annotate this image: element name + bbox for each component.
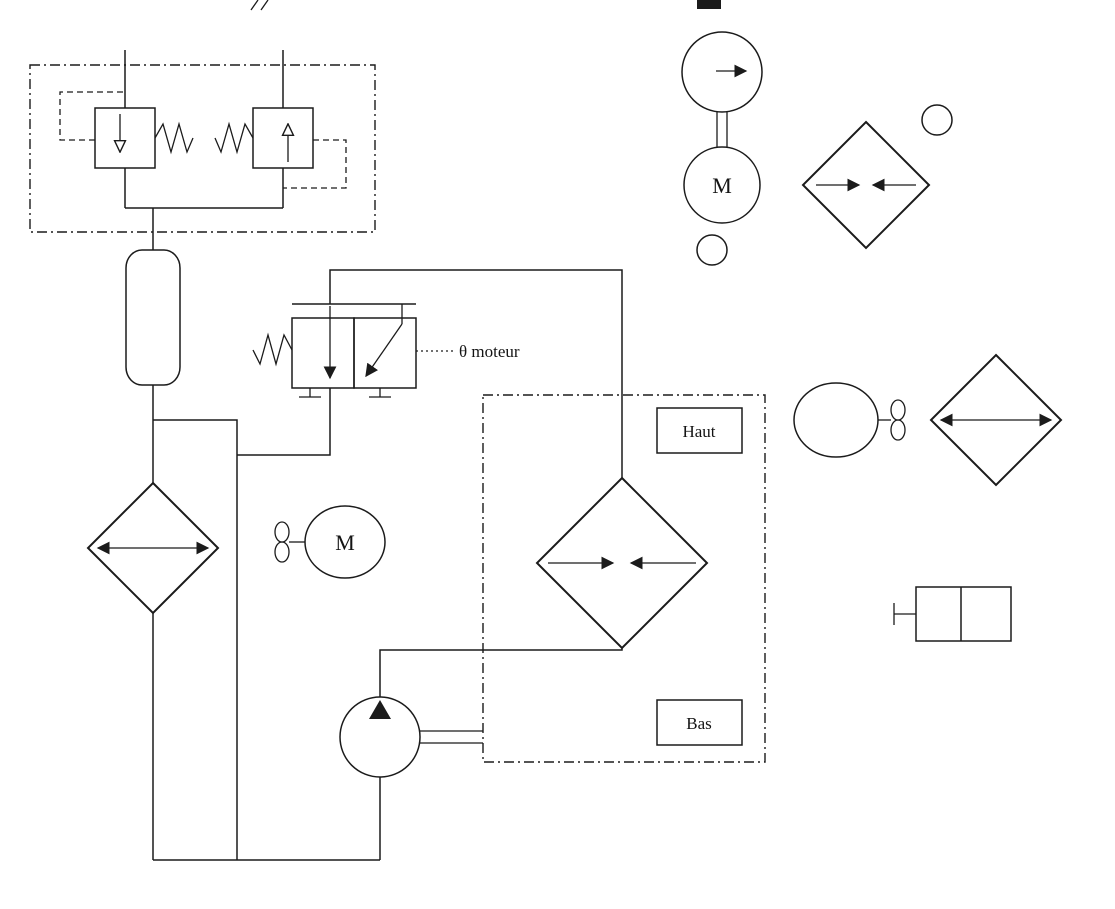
pipe-segment <box>237 388 331 456</box>
pipe-network <box>124 50 623 861</box>
accumulator-body <box>125 249 181 386</box>
valve-position-left <box>291 317 355 389</box>
theta-moteur-label: θ moteur <box>459 342 520 361</box>
compressor-motor-unit: M <box>681 31 763 266</box>
motor-circle <box>683 146 761 224</box>
pipe-segment <box>329 269 623 478</box>
relief-valve-enclosure <box>29 64 376 233</box>
fan-blade-top <box>274 521 290 543</box>
accumulator <box>125 249 181 386</box>
motor-label: M <box>712 173 732 198</box>
relief-valve-down-pilot-line <box>59 91 125 141</box>
valve-position-right <box>353 317 417 389</box>
bas-box <box>656 699 743 746</box>
diamond-exchanger-left-body <box>86 481 220 615</box>
relief-valve-assembly <box>29 64 376 233</box>
cropped-artifacts <box>250 0 721 11</box>
coil-circle <box>793 382 879 458</box>
diamond-exchanger-right-body <box>929 353 1063 487</box>
valve-arrow-diagonal <box>365 323 403 378</box>
relief-valve-up-spring <box>214 121 254 155</box>
compressor-circle <box>681 31 763 113</box>
haut-label: Haut <box>682 422 715 441</box>
fan-coil-right <box>793 353 1063 487</box>
relief-valve-up-body <box>252 107 314 169</box>
small-circle-port <box>696 234 728 266</box>
fan-blade-bottom <box>890 419 906 441</box>
relief-valve-down-body <box>94 107 156 169</box>
diamond-exchanger-center-body <box>535 476 709 650</box>
valve-spring <box>252 332 293 367</box>
diamond-exchanger-left <box>86 481 220 615</box>
pump <box>339 696 483 778</box>
directional-valve: θ moteur <box>252 303 520 398</box>
cropped-artifact-bar <box>697 0 721 9</box>
fan-blade-top <box>890 399 906 421</box>
relief-valve-down-spring <box>154 121 194 155</box>
bas-label: Bas <box>686 714 712 733</box>
pump-body <box>339 696 421 778</box>
motor-label: M <box>335 530 355 555</box>
exchanger-enclosure: Haut Bas <box>482 394 766 763</box>
cropped-artifact-marks <box>250 0 269 11</box>
diamond-exchanger-top-right <box>801 104 953 250</box>
pipe-segment <box>379 648 623 697</box>
small-circle-port <box>921 104 953 136</box>
fan-blade-bottom <box>274 541 290 563</box>
diamond-exchanger-top-right-body <box>801 120 931 250</box>
cylinder <box>893 586 1012 642</box>
cylinder-body <box>915 586 1012 642</box>
relief-valve-up-pilot-line <box>283 139 347 189</box>
pump-direction-triangle <box>369 700 391 719</box>
motor-fan-left: M <box>274 505 386 579</box>
exchanger-enclosure-border <box>482 394 766 763</box>
pipe-segment <box>153 419 238 860</box>
haut-box <box>656 407 743 454</box>
